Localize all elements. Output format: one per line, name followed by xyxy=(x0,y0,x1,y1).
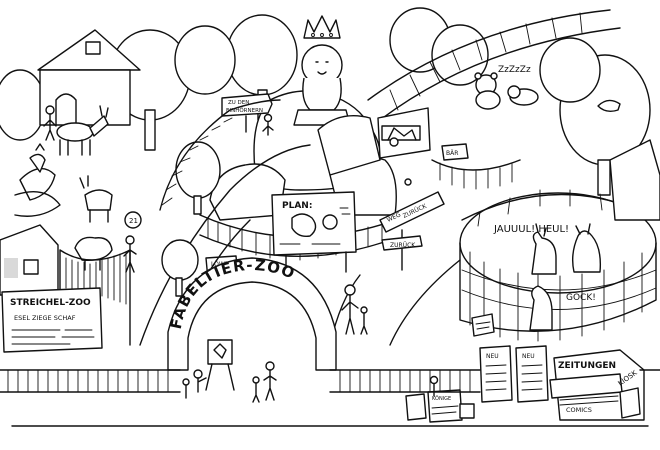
bear-enclosure: ZzZzZz BÄR xyxy=(317,9,621,190)
king-banner-label: KÖNIGE xyxy=(432,395,451,402)
comics-label: COMICS xyxy=(566,406,592,414)
farmer xyxy=(43,105,57,141)
bear-sign-label: BÄR xyxy=(446,150,458,157)
petting-zoo: 21 xyxy=(0,143,142,346)
newspapers-label: ZEITUNGEN xyxy=(558,361,616,371)
zoo-map-sign: PLAN: xyxy=(271,191,357,276)
zoo-paths xyxy=(139,99,461,346)
donkey xyxy=(56,105,109,156)
howl-sound: JAUUUL! HEUL! xyxy=(493,224,569,235)
petting-zoo-sign: STREICHEL-ZOO ESEL ZIEGE SCHAF xyxy=(1,287,103,353)
snore-sound: ZzZzZz xyxy=(498,65,531,75)
map-title: PLAN: xyxy=(282,201,312,211)
back-sign-label: ZURÜCK xyxy=(390,242,416,249)
visitors xyxy=(182,284,368,403)
news-board-2-label: NEU xyxy=(522,353,535,360)
background-trees xyxy=(0,7,651,196)
front-fence xyxy=(0,369,660,427)
to-unicorns-line2: EINHÖRNERN xyxy=(226,107,263,114)
painter xyxy=(193,339,235,393)
to-unicorns-line1: ZU DEN xyxy=(228,100,249,106)
gock-sound: GOCK! xyxy=(566,293,596,303)
news-boards: NEU NEU KÖNIGE xyxy=(405,345,549,423)
petting-zoo-title: STREICHEL-ZOO xyxy=(10,298,91,308)
news-board-1-label: NEU xyxy=(486,353,499,360)
kiosk: ZEITUNGEN KIOSK COMICS xyxy=(549,349,645,421)
wolf-enclosure: JAUUUL! HEUL! GOCK! xyxy=(459,139,660,342)
petting-zoo-animals: ESEL ZIEGE SCHAF xyxy=(14,314,76,322)
farm-house xyxy=(37,29,141,126)
number-bubble: 21 xyxy=(129,217,138,225)
